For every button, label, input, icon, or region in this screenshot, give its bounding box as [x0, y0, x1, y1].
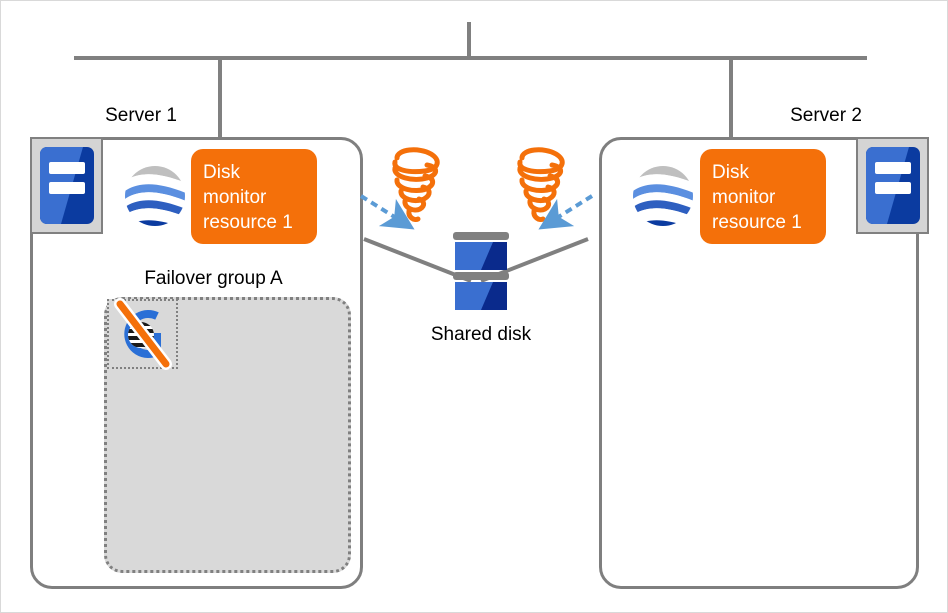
resource-label-line-1: Disk: [203, 162, 240, 183]
resource-label-line-2: monitor: [203, 187, 267, 208]
shared-disk-icon: [453, 232, 509, 310]
server-2-monitor-globe: [631, 164, 695, 228]
failure-arrow-right: [538, 194, 594, 230]
resource-label-line-2: monitor: [712, 187, 776, 208]
dashed-arrow-right: [359, 194, 415, 230]
network-drop-server-1: [218, 56, 222, 138]
server-1-disk-monitor-resource[interactable]: Disk monitor resource 1: [191, 149, 317, 244]
server-machine-icon: [39, 147, 94, 224]
server-1-label: Server 1: [105, 105, 177, 126]
resource-label-line-1: Disk: [712, 162, 749, 183]
server-2-label: Server 2: [790, 105, 862, 126]
resource-label-line-3: resource 1: [712, 212, 802, 233]
disk-monitor-globe-icon: [633, 166, 693, 226]
server-2-disk-monitor-resource[interactable]: Disk monitor resource 1: [700, 149, 826, 244]
shared-disk-icon-wrap[interactable]: [449, 232, 513, 314]
network-bus-horizontal: [74, 56, 867, 60]
server-1-monitor-globe: [123, 164, 187, 228]
dashed-arrow-left: [538, 194, 594, 230]
network-bus-center-stub: [467, 22, 471, 58]
server-1-machine-icon: [30, 137, 103, 234]
server-2-machine-icon: [856, 137, 929, 234]
connector-server-1-to-disk: [363, 237, 472, 283]
network-drop-server-2: [729, 56, 733, 138]
server-machine-icon: [865, 147, 920, 224]
disk-monitor-globe-icon: [125, 166, 185, 226]
failover-group-a-box[interactable]: [104, 297, 351, 573]
group-stopped-icon: [114, 298, 172, 370]
resource-label-line-3: resource 1: [203, 212, 293, 233]
failover-group-a-stopped-icon-wrap: [111, 298, 175, 370]
shared-disk-label: Shared disk: [430, 324, 532, 345]
failure-arrow-left: [359, 194, 415, 230]
failover-group-a-label: Failover group A: [144, 268, 283, 289]
